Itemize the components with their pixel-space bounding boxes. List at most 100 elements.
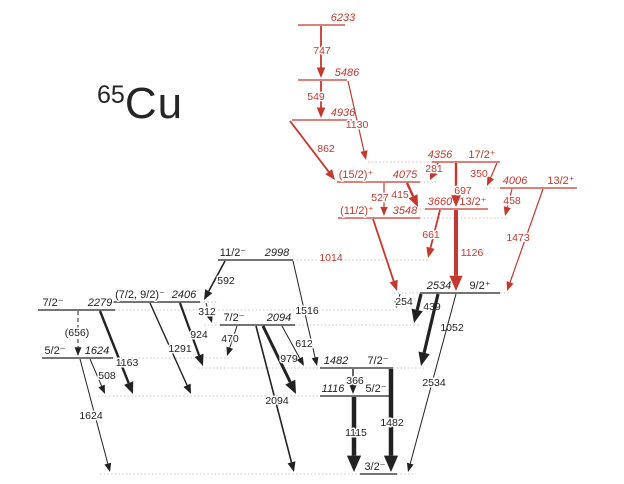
transition-979-from-2094-line <box>261 325 292 383</box>
transition-2094-from-2094: 2094 <box>255 325 296 472</box>
transition-1163-from-2279-line <box>98 310 130 384</box>
transition-1473-from-4006-label: 1473 <box>506 232 530 244</box>
transition-862-from-4936-label: 862 <box>317 143 335 155</box>
level-3548: 3548(11/2)⁺ <box>338 204 508 219</box>
transition-1052-from-2534-arrowhead <box>418 351 430 366</box>
transition-1014-from-3548-line <box>372 218 395 282</box>
transition-527-from-4075-label: 527 <box>371 192 389 204</box>
transition-612-from-2094-label: 612 <box>295 338 313 350</box>
level-4936-energy-label: 4936 <box>331 107 356 119</box>
transition-661-from-3660: 661 <box>421 209 441 258</box>
transition-312-from-2406-arrowhead <box>206 313 213 323</box>
transition-350-from-4356: 350 <box>469 162 498 186</box>
level-4006-spin-label: 13/2⁺ <box>547 175 574 187</box>
transition-1291-from-2406-line <box>149 302 188 386</box>
transition-979-from-2094: 979 <box>261 325 299 394</box>
transition-1482-from-1482: 1482 <box>379 369 405 472</box>
level-2998-spin-label: 11/2⁻ <box>220 247 247 259</box>
level-gs-spin-label: 3/2⁻ <box>364 461 385 473</box>
transition-1130-from-5486: 1130 <box>344 80 370 160</box>
transition-1126-from-3660: 1126 <box>449 210 485 291</box>
transition-281-from-4356-line <box>432 162 439 173</box>
transition-1291-from-2406-label: 1291 <box>168 343 192 355</box>
transition-281-from-4356-arrowhead <box>429 170 438 180</box>
transition-1115-from-1116-arrowhead <box>346 455 362 472</box>
transition-656-from-2279: (656) <box>63 311 91 356</box>
transition-312-from-2406-label: 312 <box>198 306 216 318</box>
transition-366-from-1482-label: 366 <box>346 375 364 387</box>
transition-2094-from-2094-arrowhead <box>287 461 296 472</box>
transition-2534-from-2534-arrowhead <box>406 462 414 472</box>
transition-439-from-2534-arrowhead <box>411 308 423 323</box>
level-5486: 5486 <box>298 66 362 81</box>
level-3548-spin-label: (11/2)⁺ <box>340 205 374 217</box>
transition-612-from-2094: 612 <box>281 325 314 366</box>
transition-439-from-2534-label: 439 <box>423 301 441 313</box>
transition-1624-from-1624: 1624 <box>78 358 112 472</box>
transition-747-from-6233-arrowhead <box>316 67 326 78</box>
transition-508-from-1624-label: 508 <box>98 370 116 382</box>
transition-592-from-2998-line <box>208 260 226 292</box>
level-3660-energy-label: 3660 <box>428 196 453 208</box>
transition-254-from-2534-label: 254 <box>395 296 413 308</box>
transition-592-from-2998: 592 <box>204 260 236 300</box>
transition-415-from-4075-label: 415 <box>391 189 409 201</box>
transition-1052-from-2534: 1052 <box>418 293 465 366</box>
transition-1130-from-5486-label: 1130 <box>346 119 369 131</box>
level-2998: 2998 11/2⁻ <box>218 246 430 261</box>
transition-2094-from-2094-label: 2094 <box>265 395 289 407</box>
transition-1624-from-1624-label: 1624 <box>79 410 103 422</box>
transition-862-from-4936-line <box>289 120 330 173</box>
level-4356-spin-label: 17/2⁺ <box>468 149 495 161</box>
transition-312-from-2406-line <box>205 302 210 315</box>
transition-350-from-4356-label: 350 <box>470 168 488 180</box>
transition-592-from-2998-label: 592 <box>217 275 235 287</box>
transition-979-from-2094-arrowhead <box>285 379 296 394</box>
transition-1014-from-3548-arrowhead <box>389 279 398 291</box>
transition-281-from-4356-label: 281 <box>425 163 443 175</box>
transition-612-from-2094-arrowhead <box>296 356 304 366</box>
transition-1516-from-2998-arrowhead <box>311 356 319 366</box>
nuclide-label: 65Cu <box>97 82 183 126</box>
transition-1473-from-4006-arrowhead <box>506 281 514 291</box>
transition-470-from-2094: 470 <box>220 325 240 356</box>
transition-508-from-1624: 508 <box>89 358 117 394</box>
level-2998-energy-label: 2998 <box>264 247 290 259</box>
transition-656-from-2279-arrowhead <box>74 347 82 356</box>
level-2406: 2406(7/2, 9/2)⁻ <box>112 288 217 303</box>
transition-439-from-2534-line <box>415 293 423 311</box>
transition-1516-from-2998: 1516 <box>292 260 320 366</box>
transition-924-from-2406: 924 <box>178 302 209 366</box>
transition-1163-from-2279-label: 1163 <box>116 357 139 369</box>
transition-508-from-1624-arrowhead <box>98 384 105 394</box>
transition-549-from-5486-label: 549 <box>307 91 325 103</box>
transition-1624-from-1624-arrowhead <box>104 462 112 472</box>
transition-1482-from-1482-label: 1482 <box>380 417 404 429</box>
level-6233: 6233 <box>298 11 358 26</box>
transition-458-from-4006-line <box>506 188 513 208</box>
transition-2534-from-2534-label: 2534 <box>422 377 446 389</box>
level-5486-energy-label: 5486 <box>335 67 360 79</box>
transition-350-from-4356-arrowhead <box>487 176 495 186</box>
level-gs: 3/2⁻ <box>100 460 416 475</box>
transition-1052-from-2534-label: 1052 <box>440 322 464 334</box>
nuclide-symbol: Cu <box>124 79 184 128</box>
transition-527-from-4075: 527 <box>370 183 390 216</box>
transition-1052-from-2534-line <box>422 293 440 354</box>
transition-747-from-6233-label: 747 <box>313 45 331 57</box>
transition-1126-from-3660-label: 1126 <box>461 247 484 259</box>
transition-1291-from-2406: 1291 <box>149 302 193 394</box>
transition-612-from-2094-line <box>281 325 301 359</box>
transition-697-from-4356-label: 697 <box>454 185 472 197</box>
transition-1473-from-4006: 1473 <box>505 188 544 291</box>
transition-254-from-2534-arrowhead <box>394 300 402 308</box>
transition-1126-from-3660-arrowhead <box>449 275 463 291</box>
transition-2094-from-2094-line <box>255 325 293 463</box>
transition-592-from-2998-arrowhead <box>204 289 213 300</box>
transition-1130-from-5486-line <box>347 80 365 152</box>
